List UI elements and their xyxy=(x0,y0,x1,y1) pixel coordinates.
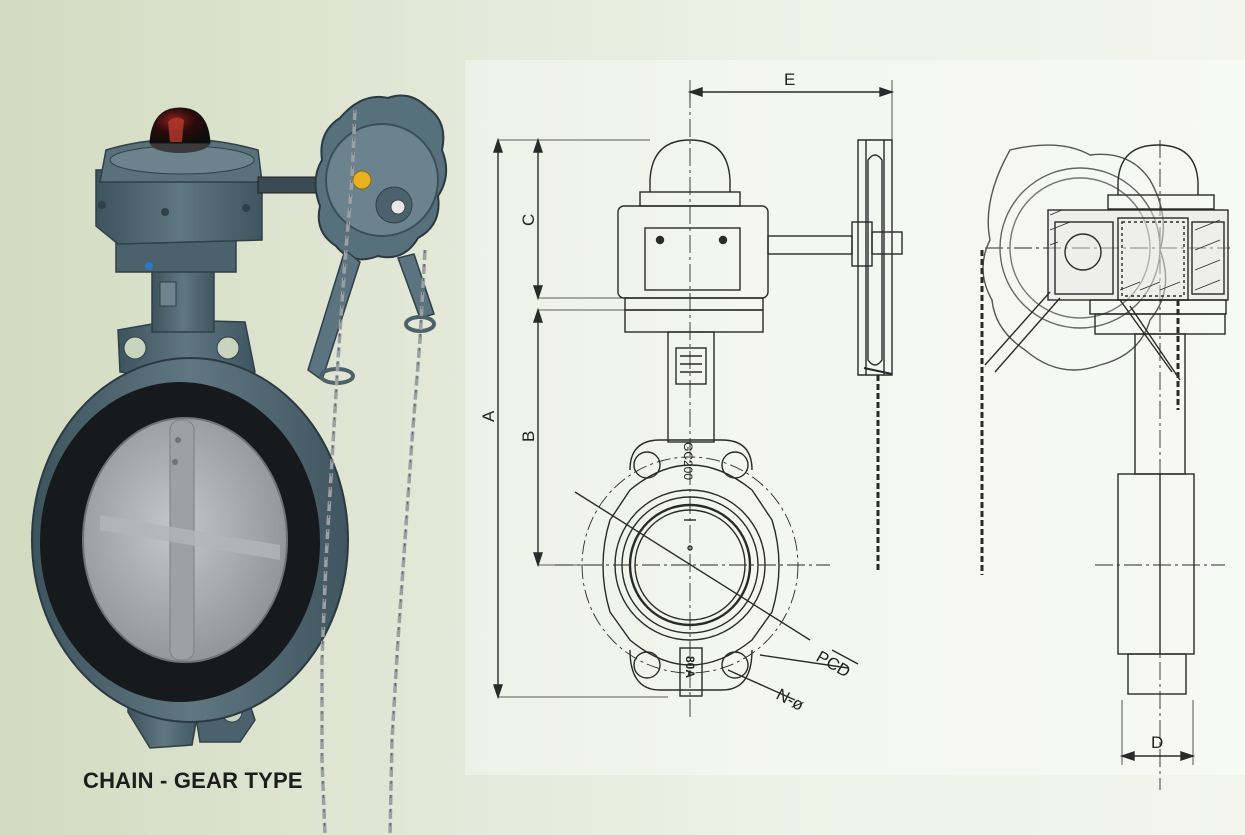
valve-photo xyxy=(31,94,448,835)
pcd-label: PCD xyxy=(813,647,854,681)
product-caption: CHAIN - GEAR TYPE xyxy=(83,768,303,793)
n-dia-label: N-ø xyxy=(773,685,807,715)
dimension-a-label: A xyxy=(479,410,498,422)
dimension-c-label: C xyxy=(519,214,538,226)
front-view-drawing xyxy=(493,80,903,720)
size-marking: 80A xyxy=(683,656,697,678)
drawing-panel xyxy=(465,60,1245,775)
dimension-e-label: E xyxy=(784,70,795,89)
dimension-d-label: D xyxy=(1151,733,1163,752)
side-view-drawing xyxy=(980,140,1230,790)
dimension-b-label: B xyxy=(519,431,538,442)
material-marking: GC200 xyxy=(681,442,695,480)
hand-chain xyxy=(320,109,427,835)
